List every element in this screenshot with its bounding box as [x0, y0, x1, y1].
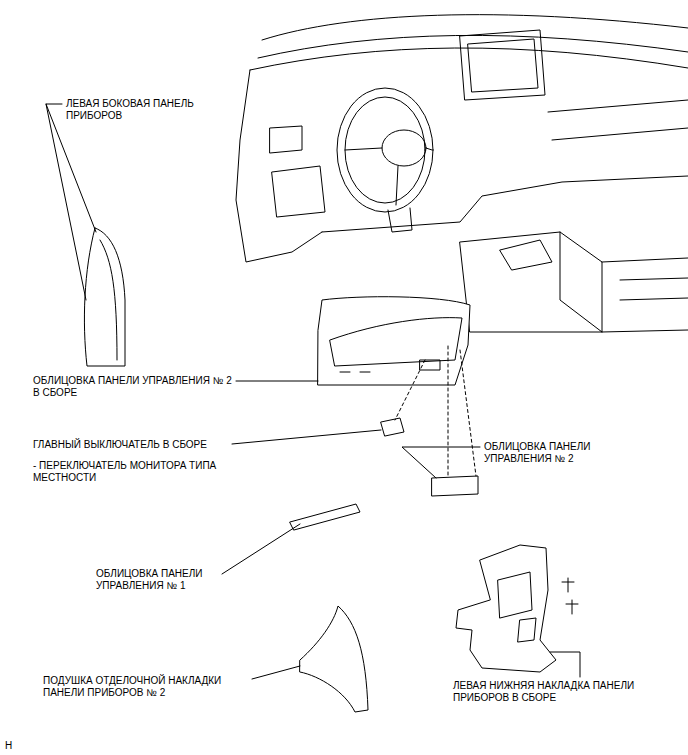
side-panel — [84, 228, 125, 366]
leader-line — [232, 430, 381, 444]
dash-top-line — [258, 35, 688, 58]
figure-code: H — [5, 740, 12, 752]
dash-side — [236, 70, 322, 262]
leader-line — [550, 652, 580, 677]
finish-panel-2 — [432, 476, 478, 496]
dash-right-line — [548, 100, 688, 140]
part-label: ПОДУШКА ОТДЕЛОЧНОЙ НАКЛАДКИ ПАНЕЛИ ПРИБО… — [43, 675, 248, 699]
lower-panel-detail — [498, 572, 536, 642]
part-label: ОБЛИЦОВКА ПАНЕЛИ УПРАВЛЕНИЯ № 2 — [484, 441, 606, 465]
leader-line — [236, 381, 318, 382]
side-panel-edge — [100, 240, 117, 360]
dash-lower-line — [322, 176, 688, 232]
part-label: ОБЛИЦОВКА ПАНЕЛИ УПРАВЛЕНИЯ № 2 В СБОРЕ — [33, 375, 233, 399]
screw — [562, 578, 578, 614]
cluster-opening — [330, 318, 462, 366]
dashed-line — [395, 346, 476, 476]
dash-panel — [272, 166, 325, 217]
cluster-finish-panel — [318, 297, 470, 385]
part-label: ЛЕВАЯ БОКОВАЯ ПАНЕЛЬ ПРИБОРОВ — [66, 98, 216, 122]
leader-line — [222, 524, 300, 574]
air-vent — [270, 126, 302, 153]
center-display — [468, 39, 538, 92]
center-display — [460, 30, 545, 100]
leader-line — [46, 104, 96, 300]
cushion-panel — [300, 606, 368, 712]
cluster-detail — [340, 360, 440, 372]
part-label: - ПЕРЕКЛЮЧАТЕЛЬ МОНИТОРА ТИПА МЕСТНОСТИ — [33, 460, 265, 484]
center-console — [560, 232, 688, 332]
leader-line — [402, 447, 480, 478]
seat-line — [620, 278, 688, 300]
steering-wheel — [345, 97, 425, 203]
steering-hub — [382, 130, 426, 166]
part-label: ГЛАВНЫЙ ВЫКЛЮЧАТЕЛЬ В СБОРЕ — [33, 439, 207, 451]
part-label: ЛЕВАЯ НИЖНЯЯ НАКЛАДКА ПАНЕЛИ ПРИБОРОВ В … — [453, 680, 665, 704]
steering-column — [388, 208, 412, 232]
lower-panel — [456, 545, 556, 672]
finish-panel-1 — [290, 504, 360, 530]
steering-wheel — [337, 88, 433, 212]
windshield-line — [262, 15, 688, 40]
leader-line — [252, 666, 300, 679]
center-console — [460, 232, 602, 332]
steering-spokes — [345, 148, 432, 205]
switch — [381, 418, 404, 436]
part-label: ОБЛИЦОВКА ПАНЕЛИ УПРАВЛЕНИЯ № 1 — [96, 568, 218, 592]
console-lever — [500, 240, 552, 270]
